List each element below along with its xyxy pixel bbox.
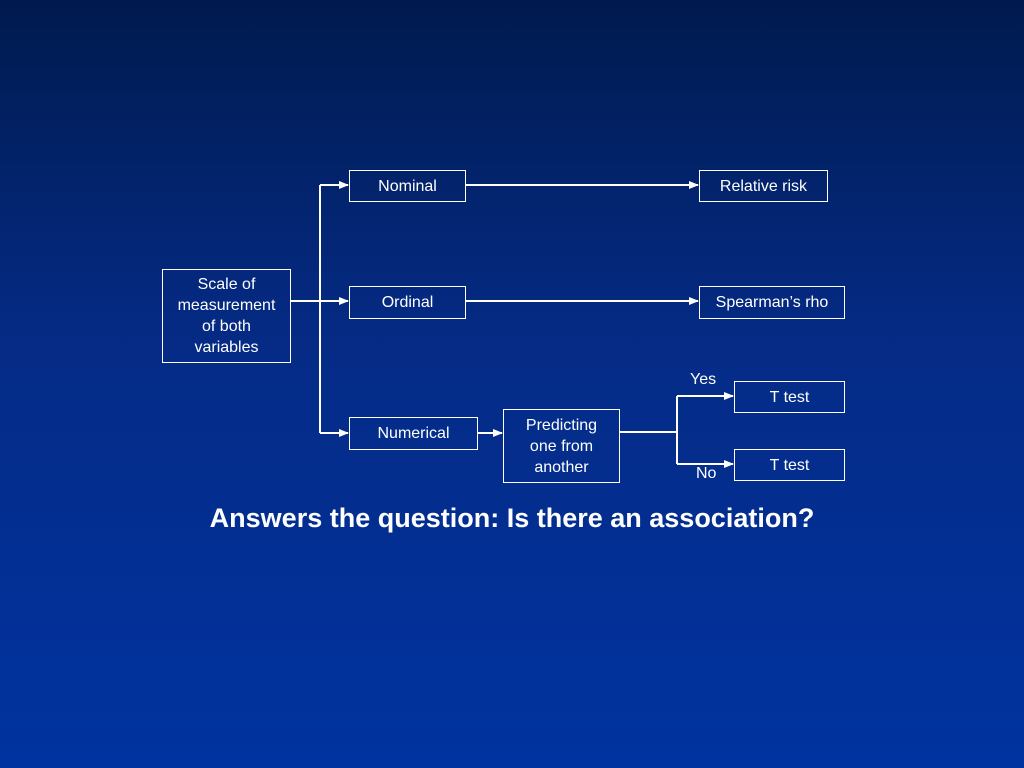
t-test-no-label: T test [769,456,810,474]
root-label: Scale of measurement of both variables [177,276,276,356]
no-label: No [696,465,717,482]
numerical-label: Numerical [377,425,450,442]
spearman-box: Spearman’s rho [699,286,845,319]
spearman-label: Spearman’s rho [715,294,829,311]
numerical-box: Numerical [349,417,478,450]
t-test-no-box: T test [734,449,845,481]
t-test-yes-label: T test [769,388,810,406]
slide-caption: Answers the question: Is there an associ… [209,503,815,533]
predicting-box: Predicting one from another [503,409,620,483]
relative-risk-label: Relative risk [719,177,808,195]
predicting-label: Predicting one from another [525,416,598,476]
ordinal-label: Ordinal [381,294,434,311]
relative-risk-box: Relative risk [699,170,828,202]
yes-label: Yes [690,371,717,388]
nominal-label: Nominal [378,177,437,195]
t-test-yes-box: T test [734,381,845,413]
nominal-box: Nominal [349,170,466,202]
ordinal-box: Ordinal [349,286,466,319]
root-box: Scale of measurement of both variables [162,269,291,363]
